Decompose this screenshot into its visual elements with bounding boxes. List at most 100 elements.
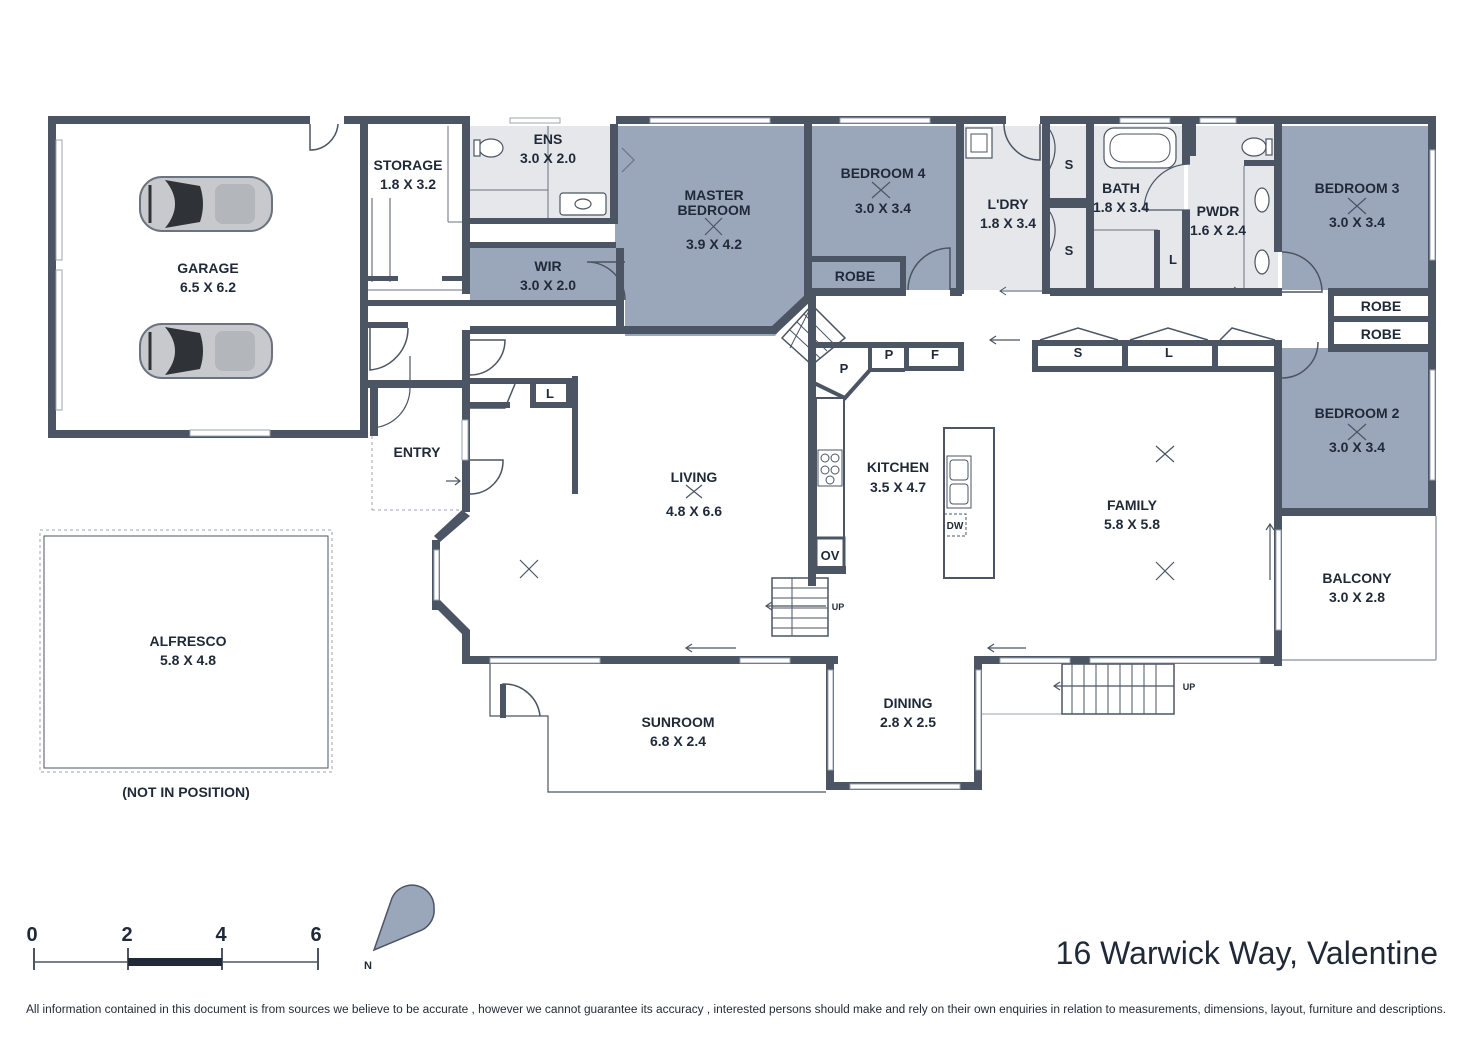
window — [1119, 117, 1171, 124]
wall — [625, 294, 812, 334]
window — [1429, 149, 1436, 261]
balcony-label: BALCONY — [1322, 570, 1392, 586]
pantry-label: P — [840, 361, 849, 376]
window — [461, 419, 469, 461]
window — [55, 269, 63, 411]
shelf-label: S — [1074, 345, 1083, 360]
wall — [368, 300, 470, 306]
wall — [816, 566, 846, 574]
wall — [1328, 288, 1436, 296]
wall — [1328, 316, 1436, 322]
living-label: LIVING — [671, 469, 718, 485]
wall — [1086, 124, 1094, 294]
bedroom-4-dims: 3.0 X 3.4 — [855, 200, 911, 216]
wall — [462, 630, 470, 664]
linen-label: L — [546, 386, 554, 401]
wall — [804, 116, 812, 300]
entry-walls — [371, 386, 504, 512]
wall — [470, 402, 510, 408]
wall — [956, 124, 964, 294]
oven-label: OV — [821, 548, 840, 563]
bath-walls — [1092, 116, 1191, 296]
wall — [1328, 344, 1436, 352]
balcony-walls — [1265, 516, 1437, 666]
dining-dims: 2.8 X 2.5 — [880, 714, 936, 730]
sunroom-label: SUNROOM — [641, 714, 714, 730]
scale-tick-label: 2 — [121, 924, 132, 946]
scale-tick-label: 4 — [215, 924, 227, 946]
wall — [572, 376, 578, 494]
ens-label: ENS — [534, 131, 563, 147]
window — [1199, 117, 1237, 124]
wall — [1094, 288, 1188, 296]
bathtub-icon — [1103, 127, 1177, 169]
alfresco-outline — [39, 529, 333, 773]
wall — [1182, 124, 1190, 164]
wall — [434, 600, 470, 636]
window — [649, 117, 771, 124]
basin-icon — [559, 192, 607, 216]
garage-walls — [48, 116, 470, 438]
wall — [368, 380, 464, 388]
window — [975, 669, 982, 771]
window — [509, 117, 561, 124]
window — [433, 549, 440, 601]
alfresco-note: (NOT IN POSITION) — [122, 784, 250, 800]
stair-up-label: UP — [1183, 682, 1196, 692]
living-walls — [432, 376, 838, 664]
wall — [1328, 288, 1334, 350]
alfresco-label: ALFRESCO — [150, 633, 227, 649]
sunroom-walls — [489, 664, 826, 793]
wall — [360, 124, 368, 438]
kitchen-walls — [808, 296, 995, 586]
shelf-label: S — [1065, 157, 1074, 172]
wall — [1032, 340, 1282, 346]
wall — [808, 296, 816, 586]
wall — [900, 256, 906, 294]
window — [827, 669, 834, 771]
powder-walls — [1188, 116, 1282, 296]
master-walls — [616, 116, 812, 334]
wall — [1122, 340, 1128, 372]
stair-up-label: UP — [832, 602, 845, 612]
wall — [806, 288, 906, 296]
family-label: FAMILY — [1107, 497, 1158, 513]
bedroom-3-dims: 3.0 X 3.4 — [1329, 214, 1385, 230]
toilet-icon — [1241, 137, 1267, 157]
bedroom-4-fill — [810, 126, 958, 290]
bedroom-2-dims: 3.0 X 3.4 — [1329, 439, 1385, 455]
wall — [1188, 288, 1282, 296]
dishwasher-label: DW — [947, 521, 964, 532]
wall — [1050, 288, 1094, 296]
wall — [1032, 366, 1282, 372]
bath-label: BATH — [1102, 180, 1140, 196]
master-label-1: MASTER — [684, 187, 743, 203]
scale-bar: 0 2 4 6 — [26, 924, 322, 970]
linen-label: L — [1165, 345, 1173, 360]
bedroom-4-walls — [806, 116, 964, 296]
bedroom-2-fill — [1282, 348, 1428, 508]
window — [1275, 529, 1282, 631]
wall — [1040, 116, 1094, 124]
hallway-cupboards — [810, 286, 1282, 401]
wall — [1042, 124, 1050, 294]
window — [189, 429, 271, 437]
toilet-icon — [478, 138, 504, 158]
wall — [904, 342, 909, 370]
sunroom-dims: 6.8 X 2.4 — [650, 733, 706, 749]
pantry-label: P — [885, 347, 894, 362]
wall — [962, 116, 1006, 124]
wall — [1182, 210, 1190, 294]
room-labels: GARAGE 6.5 X 6.2 STORAGE 1.8 X 3.2 ENS 3… — [122, 131, 1399, 800]
wall — [442, 276, 470, 281]
robe-label: ROBE — [1361, 298, 1401, 314]
bath-dims: 1.8 X 3.4 — [1093, 199, 1149, 215]
dining-label: DINING — [884, 695, 933, 711]
kitchen-label: KITCHEN — [867, 459, 929, 475]
ldry-dims: 1.8 X 3.4 — [980, 215, 1036, 231]
wall — [1050, 198, 1088, 208]
wall — [950, 288, 962, 296]
wall — [1276, 116, 1436, 124]
wall — [470, 242, 616, 248]
wall — [566, 378, 572, 408]
